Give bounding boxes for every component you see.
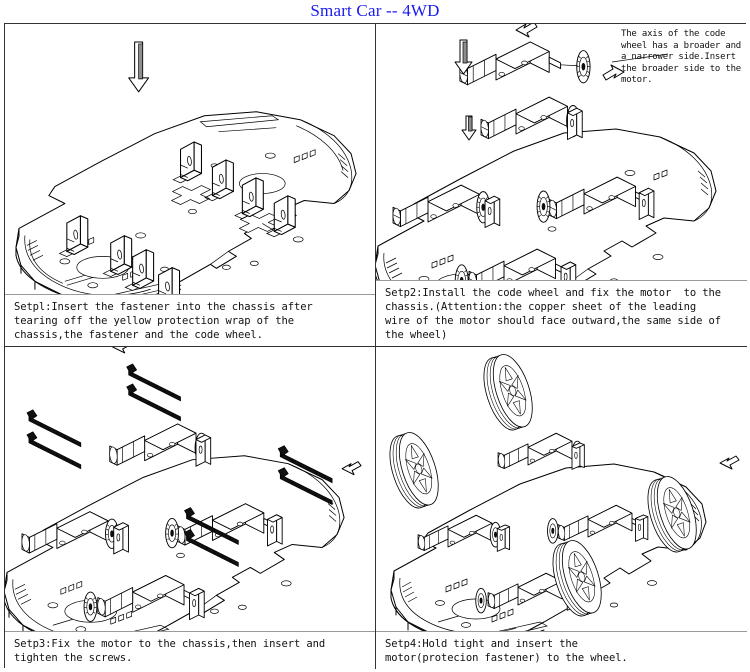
wheel [475, 349, 541, 436]
insert-arrow-icon [719, 455, 740, 470]
wheel [381, 427, 447, 514]
panel-step3: Setp3:Fix the motor to the chassis,then … [5, 347, 376, 669]
caption-text-step1: Setpl:Insert the fastener into the chass… [14, 301, 313, 341]
insert-arrow-icon-2 [341, 461, 362, 476]
insert-arrow-icon-2 [602, 64, 625, 81]
down-arrow-icon [128, 41, 150, 93]
annotation-text: The axis of the code wheel has a broader… [621, 29, 742, 85]
illustration-chassis-with-wheels [376, 347, 747, 637]
caption-step3: Setp3:Fix the motor to the chassis,then … [5, 631, 375, 669]
screw [26, 431, 82, 470]
down-arrow-icon-small [461, 115, 477, 141]
sheet-title-bar: Smart Car -- 4WD [0, 0, 750, 22]
illustration-chassis-with-screws [5, 347, 375, 637]
down-arrow-icon [454, 39, 473, 75]
panel-grid: Setpl:Insert the fastener into the chass… [4, 23, 747, 669]
insert-arrow-icon [112, 347, 128, 354]
caption-text-step2: Setp2:Install the code wheel and fix the… [385, 287, 721, 341]
screw [26, 409, 82, 448]
caption-text-step4: Setp4:Hold tight and insert the motor(pr… [385, 638, 628, 664]
page-title: Smart Car -- 4WD [310, 1, 440, 20]
caption-step4: Setp4:Hold tight and insert the motor(pr… [376, 631, 747, 669]
screw [126, 383, 181, 422]
insert-arrow-icon [515, 24, 538, 38]
panel-step1: Setpl:Insert the fastener into the chass… [5, 24, 376, 347]
caption-text-step3: Setp3:Fix the motor to the chassis,then … [14, 638, 326, 664]
panel-step2: The axis of the code wheel has a broader… [376, 24, 747, 347]
annotation-code-wheel-axis: The axis of the code wheel has a broader… [621, 29, 743, 87]
caption-step2: Setp2:Install the code wheel and fix the… [376, 280, 747, 346]
illustration-chassis-with-fasteners [5, 24, 375, 313]
caption-step1: Setpl:Insert the fastener into the chass… [5, 294, 375, 346]
panel-step4: Setp4:Hold tight and insert the motor(pr… [376, 347, 747, 669]
